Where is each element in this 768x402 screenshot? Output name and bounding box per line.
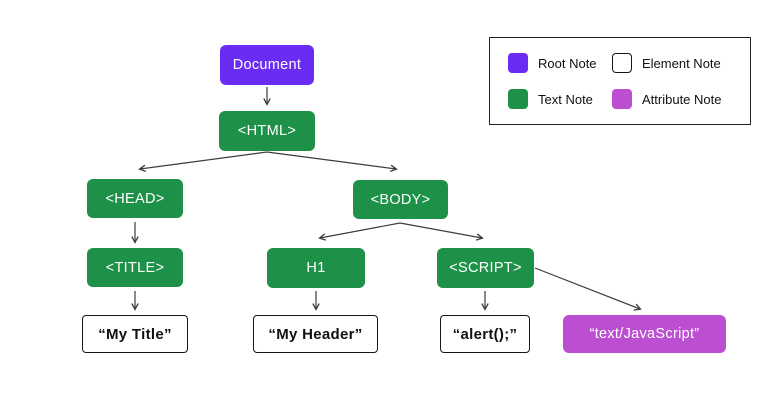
node-html: <HTML> — [219, 111, 315, 151]
node-my-header: “My Header” — [253, 315, 378, 353]
legend-item-text: Text Note — [508, 89, 612, 109]
legend-item-root-label: Root Note — [538, 55, 597, 71]
node-body: <BODY> — [353, 180, 448, 219]
element-note-swatch — [612, 53, 632, 73]
node-document: Document — [220, 45, 314, 85]
node-title-label: <TITLE> — [105, 259, 165, 276]
node-body-label: <BODY> — [370, 191, 431, 208]
edge-body-h1 — [318, 222, 401, 241]
legend-item-attribute: Attribute Note — [612, 89, 750, 109]
legend-item-attribute-label: Attribute Note — [642, 91, 722, 107]
legend-item-element-label: Element Note — [642, 55, 721, 71]
node-html-label: <HTML> — [237, 123, 297, 139]
node-my-title-label: “My Title” — [98, 325, 172, 343]
edge-script-textjs — [534, 267, 642, 311]
legend-item-root: Root Note — [508, 53, 612, 73]
node-alert: “alert();” — [440, 315, 530, 353]
node-script: <SCRIPT> — [437, 248, 534, 288]
attribute-note-swatch — [612, 89, 632, 109]
edge-html-head — [138, 151, 268, 173]
node-h1-label: H1 — [306, 260, 326, 276]
text-note-swatch — [508, 89, 528, 109]
node-head-label: <HEAD> — [105, 190, 165, 207]
node-script-label: <SCRIPT> — [449, 260, 522, 276]
node-my-title: “My Title” — [82, 315, 188, 353]
node-text-javascript-label: “text/JavaScript” — [589, 326, 700, 342]
node-my-header-label: “My Header” — [268, 325, 363, 343]
node-text-javascript: “text/JavaScript” — [563, 315, 726, 353]
legend-item-text-label: Text Note — [538, 91, 593, 107]
node-document-label: Document — [232, 57, 302, 73]
legend: Root Note Element Note Text Note Attribu… — [489, 37, 751, 125]
edge-body-script — [399, 222, 484, 241]
node-alert-label: “alert();” — [452, 325, 518, 343]
root-note-swatch — [508, 53, 528, 73]
legend-item-element: Element Note — [612, 53, 750, 73]
node-h1: H1 — [267, 248, 365, 288]
edge-html-body — [266, 151, 398, 173]
node-title: <TITLE> — [87, 248, 183, 287]
node-head: <HEAD> — [87, 179, 183, 218]
